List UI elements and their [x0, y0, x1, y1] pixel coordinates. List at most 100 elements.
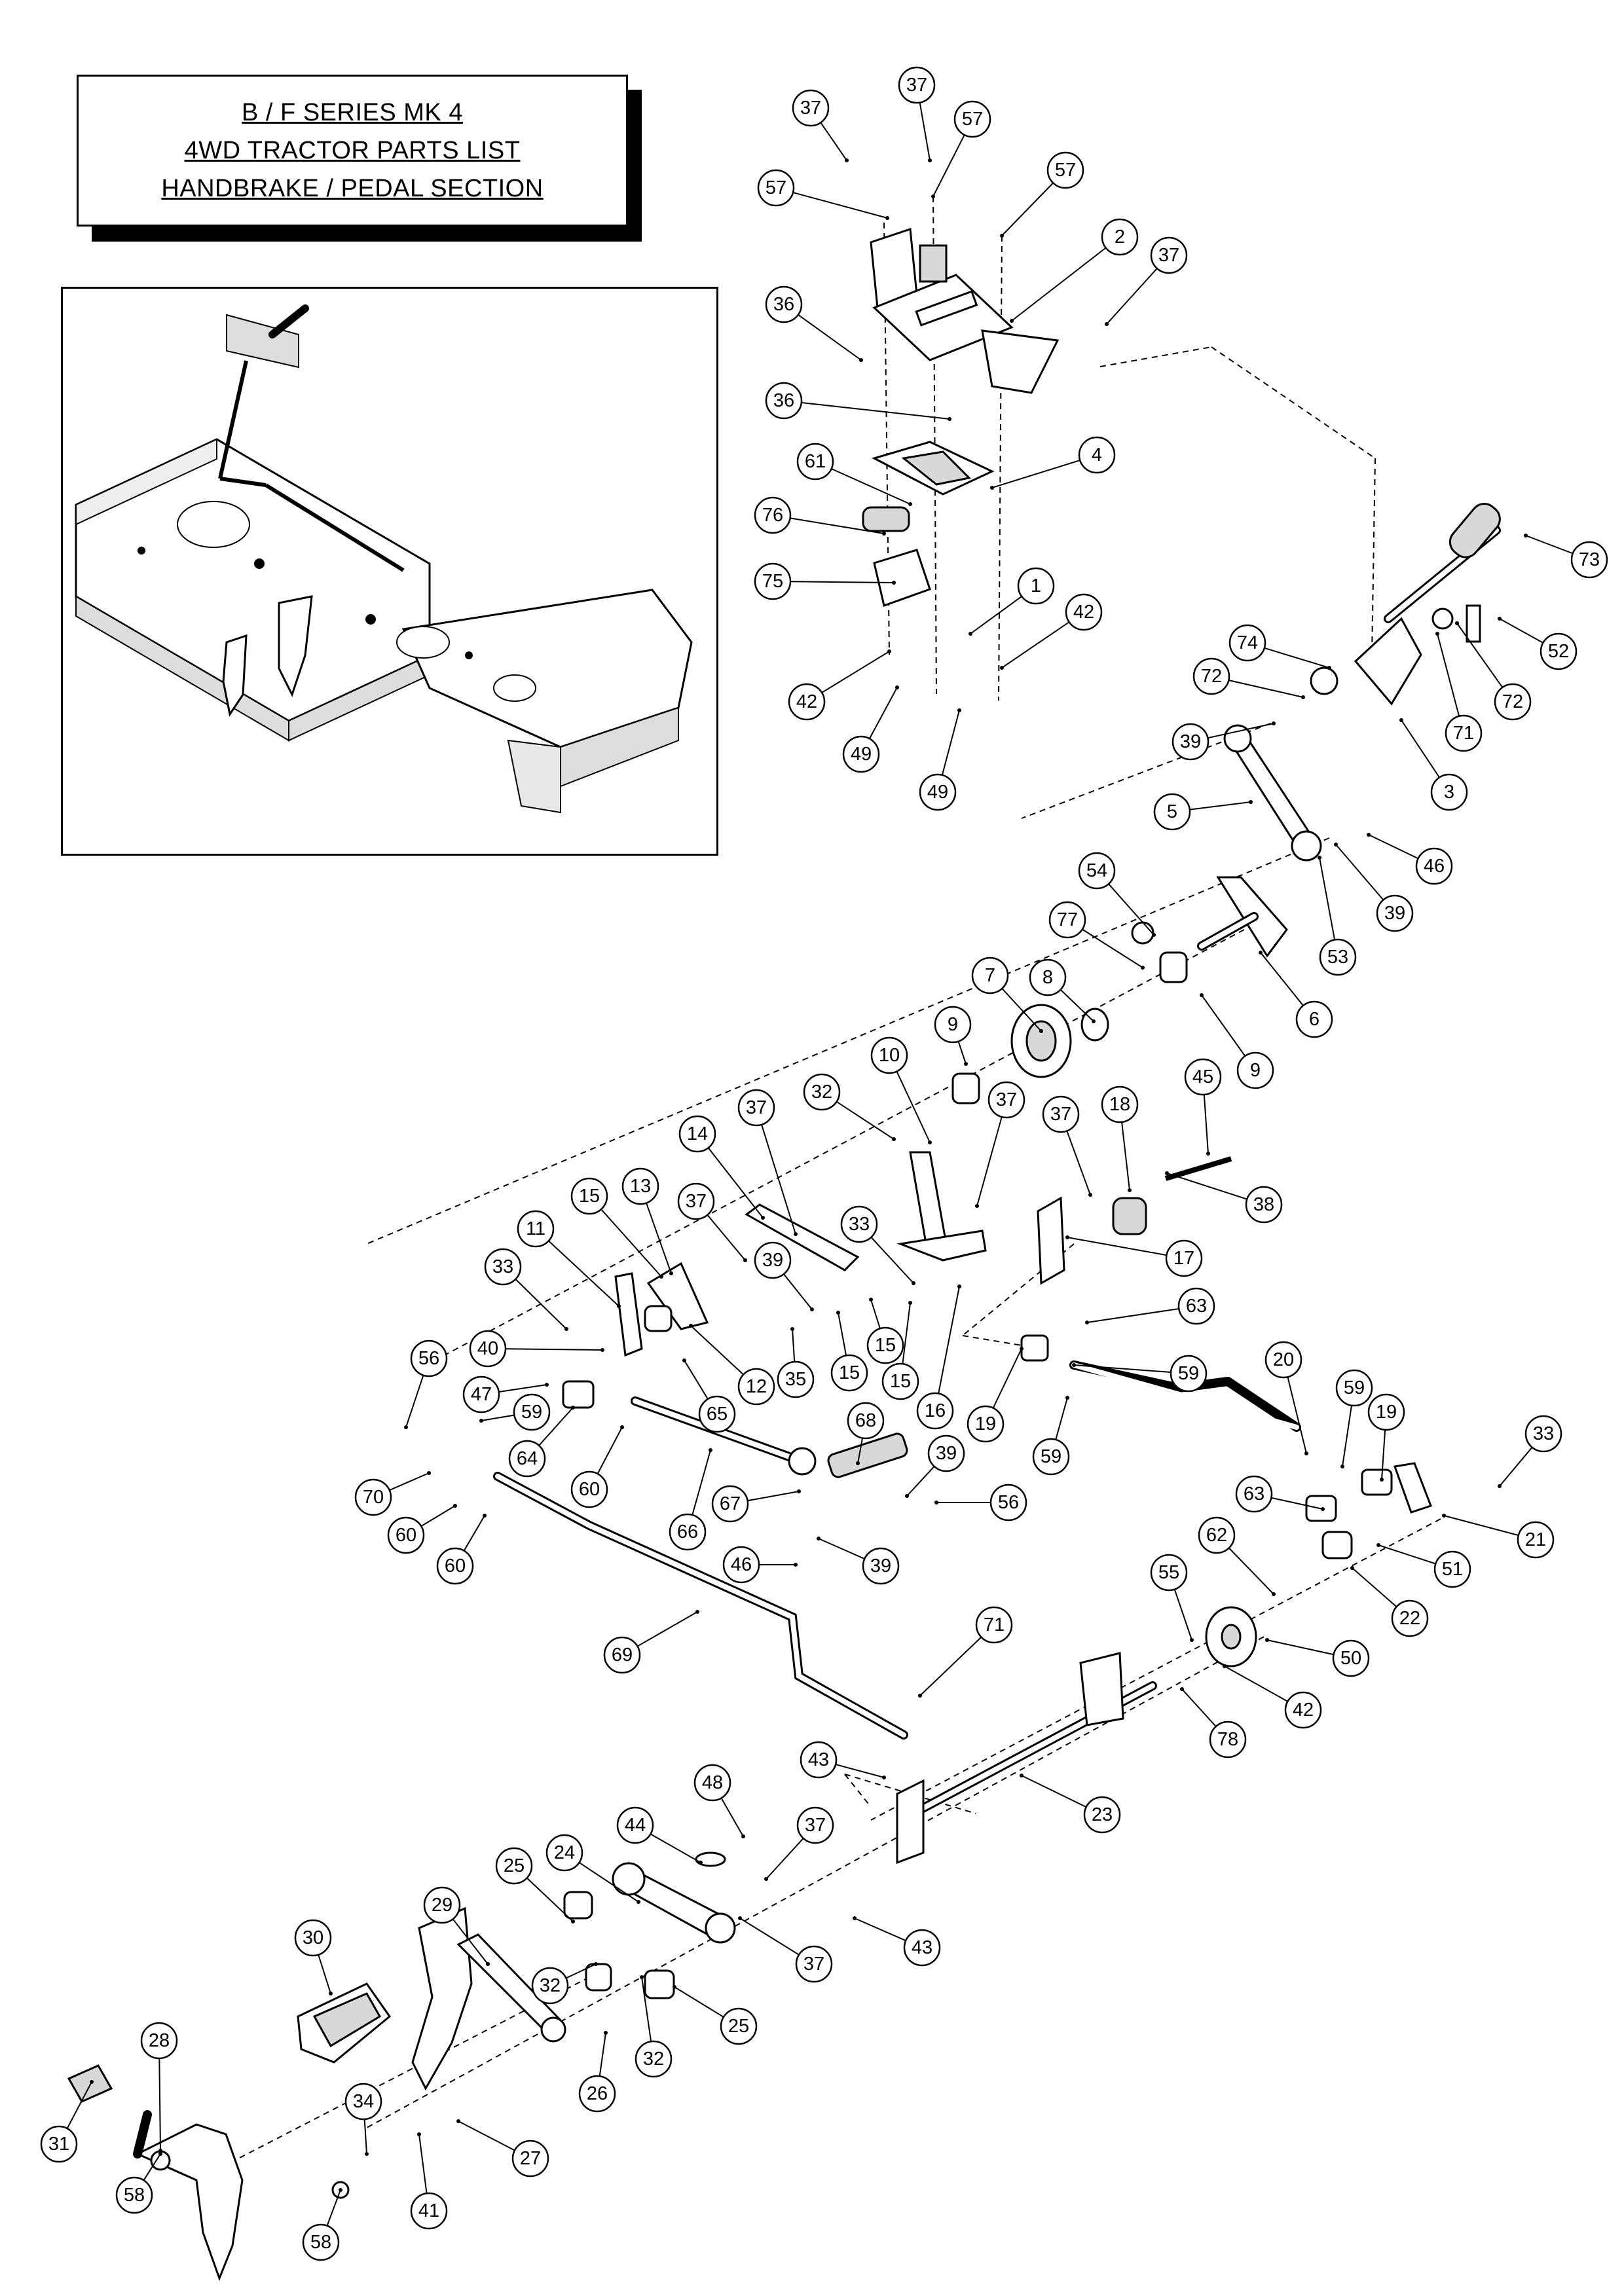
callout-bubble: [919, 773, 957, 811]
callout-bubble: [635, 2040, 673, 2078]
callout-number: 47: [471, 1384, 492, 1405]
callout-number: 66: [677, 1522, 698, 1542]
part-callout-38: 38: [1165, 1171, 1283, 1224]
leader-tip: [594, 1962, 598, 1966]
callout-bubble: [423, 1886, 461, 1924]
part-callout-10: 10: [870, 1036, 932, 1144]
part-callout-31: 31: [40, 2080, 94, 2163]
leader-line: [1342, 1405, 1352, 1467]
callout-number: 59: [1178, 1363, 1199, 1384]
callout-bubble: [513, 1393, 551, 1431]
leader-tip: [659, 1275, 663, 1279]
callout-bubble: [621, 1167, 659, 1205]
part-callout-59: 59: [1335, 1369, 1373, 1468]
part-callout-16: 16: [916, 1285, 961, 1430]
leader-tip: [908, 502, 912, 506]
callout-number: 37: [906, 75, 927, 96]
leader-tip: [1020, 1347, 1024, 1351]
leader-tip: [1165, 1171, 1169, 1175]
callout-bubble: [737, 1089, 775, 1127]
leader-tip: [669, 1271, 673, 1275]
leader-line: [650, 1833, 701, 1863]
leader-line: [318, 1954, 331, 1994]
part-callout-70: 70: [354, 1471, 431, 1516]
part-callout-17: 17: [1065, 1235, 1203, 1277]
leader-line: [870, 1237, 914, 1284]
part-callout-37: 37: [677, 1182, 747, 1262]
leader-tip: [845, 158, 849, 162]
callout-bubble: [1048, 901, 1086, 939]
callout-bubble: [531, 1967, 569, 2005]
leader-line: [405, 1375, 424, 1428]
leader-tip: [957, 1285, 961, 1288]
callout-number: 62: [1206, 1525, 1227, 1546]
callout-bubble: [1524, 1415, 1562, 1453]
title-block: B / F SERIES MK 4 4WD TRACTOR PARTS LIST…: [77, 75, 628, 227]
leader-tip: [1399, 718, 1403, 722]
part-callout-4: 4: [990, 436, 1116, 490]
callout-number: 71: [1453, 723, 1474, 744]
part-callout-49: 49: [919, 708, 961, 811]
leader-tip: [905, 1494, 909, 1498]
part-callout-67: 67: [711, 1485, 801, 1523]
part-callout-22: 22: [1350, 1566, 1429, 1637]
part-callout-59: 59: [1032, 1396, 1070, 1476]
leader-tip: [695, 1610, 699, 1614]
part-callout-26: 26: [578, 2031, 616, 2113]
leader-tip: [545, 1383, 549, 1387]
callout-bubble: [711, 1485, 749, 1523]
callout-number: 7: [985, 965, 995, 986]
leader-tip: [1304, 1451, 1308, 1455]
callout-bubble: [1065, 593, 1103, 631]
callout-number: 37: [1158, 245, 1179, 266]
part-callout-57: 57: [1000, 151, 1084, 238]
leader-tip: [571, 1920, 575, 1923]
leader-tip: [1524, 534, 1528, 538]
leader-tip: [790, 1327, 794, 1331]
leader-tip: [764, 1877, 768, 1881]
leader-tip: [1088, 1193, 1092, 1197]
part-callout-9: 9: [934, 1006, 972, 1066]
tractor-frame-illustration: [75, 304, 693, 814]
leader-tip: [738, 1916, 742, 1920]
part-callout-60: 60: [387, 1504, 457, 1554]
callout-number: 41: [418, 2200, 439, 2221]
part-callout-59: 59: [1072, 1355, 1208, 1393]
part-callout-25: 25: [673, 1985, 758, 2045]
leader-tip: [1039, 1029, 1043, 1033]
part-callout-37: 37: [764, 1806, 834, 1881]
callout-bubble: [953, 100, 991, 138]
part-callout-1: 1: [969, 567, 1055, 636]
leader-line: [538, 1407, 574, 1446]
callout-bubble: [840, 1205, 878, 1243]
leader-tip: [486, 1962, 490, 1966]
leader-tip: [456, 2119, 460, 2123]
part-callout-37: 37: [1042, 1095, 1092, 1197]
callout-number: 59: [1344, 1377, 1365, 1398]
callout-number: 67: [720, 1493, 741, 1514]
callout-number: 64: [517, 1448, 538, 1469]
callout-number: 39: [762, 1250, 783, 1271]
callout-bubble: [989, 1484, 1027, 1522]
part-callout-39: 39: [1172, 721, 1276, 761]
callout-number: 37: [803, 1954, 824, 1975]
callout-number: 37: [1050, 1104, 1071, 1125]
callout-bubble: [1235, 1475, 1273, 1513]
callout-bubble: [1150, 1554, 1188, 1592]
callout-number: 72: [1502, 691, 1523, 712]
callout-bubble: [387, 1516, 425, 1554]
leader-tip: [158, 2149, 162, 2153]
callout-bubble: [495, 1847, 533, 1885]
callout-bubble: [354, 1478, 392, 1516]
callout-bubble: [975, 1606, 1013, 1644]
title-line-series: B / F SERIES MK 4: [242, 99, 463, 126]
callout-bubble: [469, 1330, 507, 1368]
callout-number: 44: [625, 1815, 646, 1836]
callout-bubble: [1228, 624, 1266, 662]
callout-number: 36: [773, 390, 794, 411]
leader-line: [919, 102, 931, 161]
leader-line: [1060, 989, 1094, 1022]
leader-tip: [620, 1425, 624, 1429]
callout-bubble: [1376, 894, 1414, 932]
leader-line: [835, 1764, 885, 1778]
